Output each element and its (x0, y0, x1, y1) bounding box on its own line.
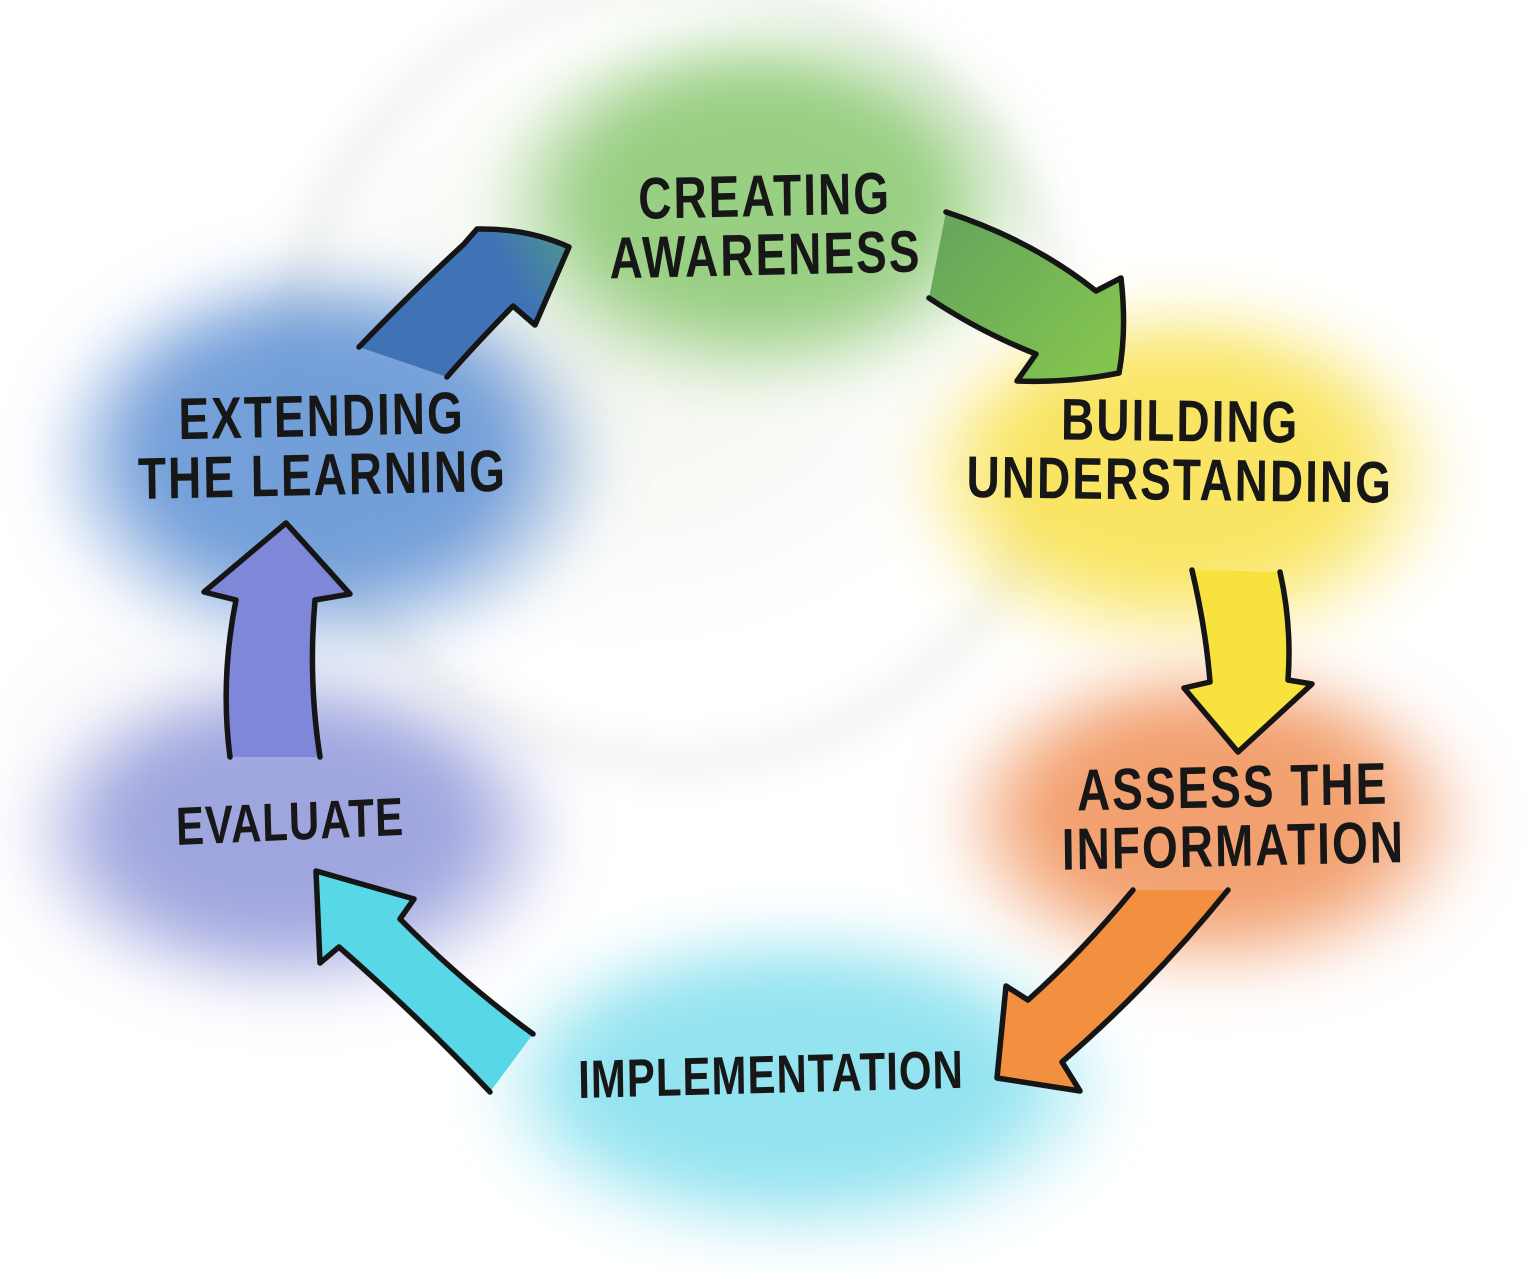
label-line: IMPLEMENTATION (577, 1039, 965, 1110)
label-extending-the-learning: EXTENDING THE LEARNING (137, 379, 508, 512)
arrow-assess-to-implementation-outline (994, 887, 1231, 1094)
label-assess-the-information: ASSESS THE INFORMATION (1061, 750, 1406, 883)
arrow-creating-to-building (929, 212, 1124, 382)
label-implementation: IMPLEMENTATION (577, 1039, 965, 1110)
label-line: EVALUATE (175, 786, 405, 857)
arrow-extending-to-creating (359, 228, 569, 377)
label-line: BUILDING (1060, 385, 1300, 456)
label-building-understanding: BUILDING UNDERSTANDING (966, 385, 1394, 516)
blob-evaluate (38, 678, 548, 988)
label-evaluate: EVALUATE (175, 786, 405, 857)
arrow-evaluate-to-extending-outline (201, 520, 353, 760)
arrow-assess-to-implementation (997, 890, 1228, 1091)
label-line: INFORMATION (1061, 808, 1406, 883)
label-creating-awareness: CREATING AWARENESS (608, 159, 922, 292)
blob-assess-the-information (962, 670, 1462, 970)
label-line: UNDERSTANDING (966, 443, 1394, 516)
arrow-implementation-to-evaluate-outline (313, 868, 536, 1095)
arrow-creating-to-building-outline (926, 209, 1127, 385)
blob-building-understanding (925, 313, 1435, 643)
label-line: THE LEARNING (137, 437, 508, 512)
arrow-implementation-to-evaluate (316, 871, 533, 1092)
blob-implementation (500, 935, 1100, 1235)
label-line: AWARENESS (608, 217, 922, 292)
arrow-building-to-assess (1184, 570, 1312, 752)
blob-creating-awareness (505, 35, 1015, 375)
arrow-extending-to-creating-outline (356, 226, 572, 380)
arrow-building-to-assess-outline (1181, 567, 1315, 755)
